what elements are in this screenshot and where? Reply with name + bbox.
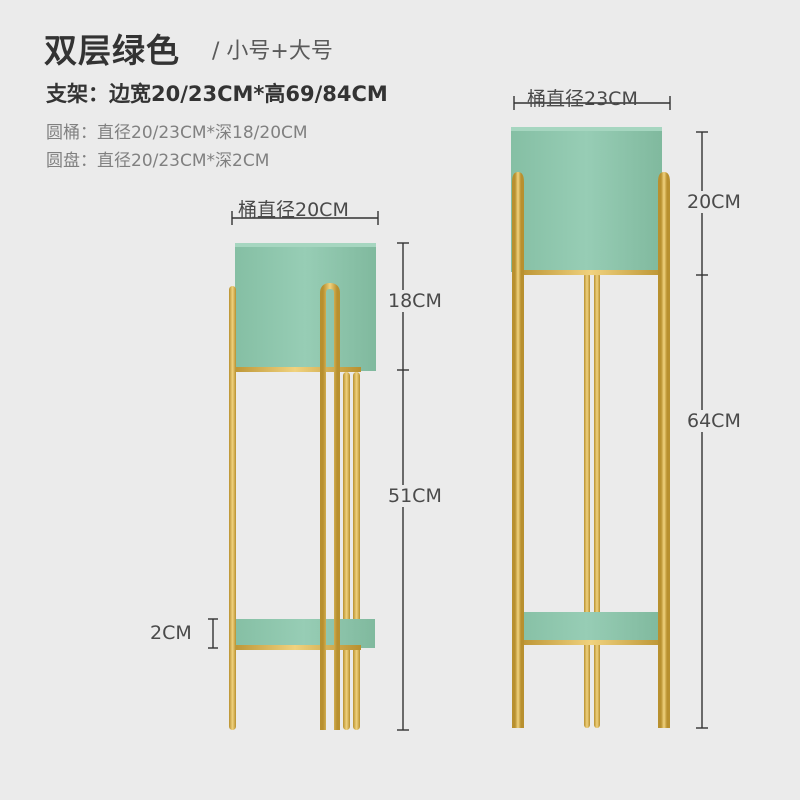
small-pot-ring — [229, 367, 361, 372]
small-tray — [233, 619, 375, 648]
large-leg-front-right — [658, 171, 670, 728]
small-leg-front-right-hairpin — [320, 282, 340, 730]
large-leg-back-2 — [594, 273, 600, 728]
small-leg-back-right-2 — [353, 372, 360, 730]
large-leg-front-left — [512, 171, 524, 728]
spec-frame: 支架：边宽20/23CM*高69/84CM — [46, 82, 388, 106]
small-leg-height-label: 51CM — [388, 485, 442, 507]
large-leg-back — [584, 273, 590, 728]
large-pot — [511, 127, 662, 272]
small-leg-front-left — [229, 286, 236, 730]
large-leg-height-label: 64CM — [687, 410, 741, 432]
large-pot-ring — [515, 270, 667, 275]
large-diameter-label: 桶直径23CM — [527, 88, 638, 110]
spec-pot: 圆桶：直径20/23CM*深18/20CM — [46, 123, 308, 143]
large-tray — [513, 612, 660, 642]
small-tray-depth-label: 2CM — [150, 622, 192, 644]
spec-tray: 圆盘：直径20/23CM*深2CM — [46, 151, 270, 171]
small-leg-back-right — [343, 372, 350, 730]
small-pot-depth-label: 18CM — [388, 290, 442, 312]
large-pot-depth-label: 20CM — [687, 191, 741, 213]
page-title: 双层绿色 — [44, 31, 180, 70]
large-stand — [511, 127, 670, 728]
small-tray-ring — [229, 645, 361, 650]
page-subtitle: / 小号+大号 — [212, 39, 333, 64]
small-pot — [235, 243, 376, 371]
small-diameter-label: 桶直径20CM — [238, 199, 349, 221]
large-tray-ring — [515, 640, 667, 645]
small-stand — [229, 243, 376, 730]
